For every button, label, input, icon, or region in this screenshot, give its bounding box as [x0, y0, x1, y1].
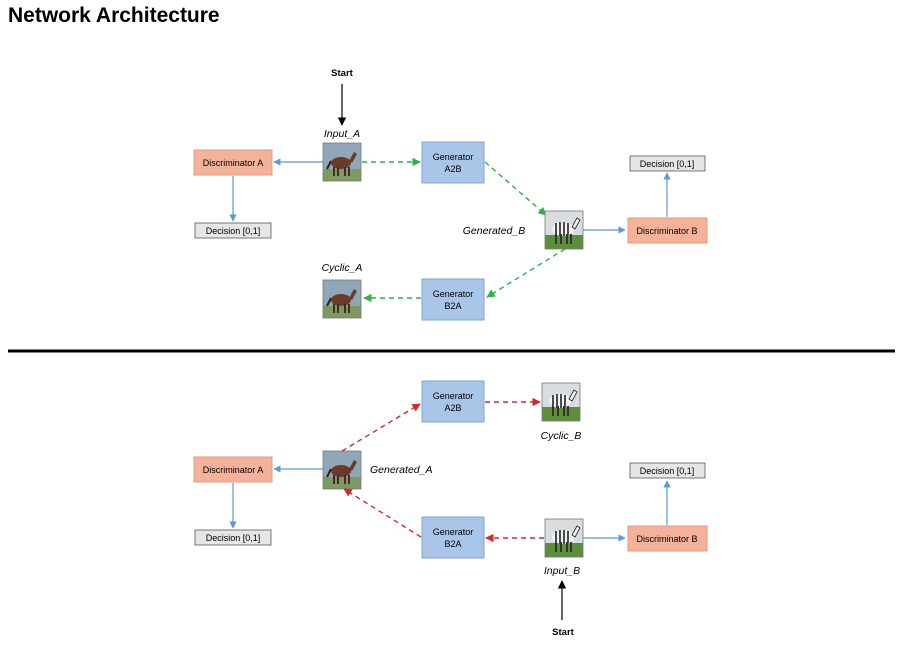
generated-a-label: Generated_A: [370, 464, 432, 476]
input-a-label: Input_A: [324, 128, 360, 140]
top-section: Start Input_A Discriminator A Decision […: [193, 68, 708, 321]
discriminator-a-box: [193, 456, 273, 483]
discriminator-b-box: [627, 525, 708, 552]
generator-a2b-label-line2: A2B: [444, 164, 461, 174]
cyclic-a-label: Cyclic_A: [322, 262, 363, 274]
start-label: Start: [552, 627, 574, 638]
generator-b2a-label-line1: Generator: [433, 527, 474, 537]
generator-b2a-label-line2: B2A: [444, 539, 461, 549]
generator-b2a-box: [421, 278, 485, 321]
discriminator-b-box: [627, 217, 708, 244]
generator-b2a-label-line2: B2A: [444, 301, 461, 311]
generated-a-to-generator-a2b-arrow: [341, 403, 421, 452]
generator-a2b-label-line1: Generator: [433, 391, 474, 401]
generated-b-to-generator-b2a-arrow: [486, 248, 566, 298]
discriminator-a-label: Discriminator A: [203, 158, 264, 168]
generator-b2a-to-generated-a-arrow: [343, 488, 422, 538]
discriminator-a-box: [193, 149, 273, 176]
input-b-zebra-image: [544, 518, 584, 558]
decision-a-label: Decision [0,1]: [206, 533, 261, 543]
discriminator-b-label: Discriminator B: [636, 226, 697, 236]
generator-a2b-to-generated-b-arrow: [484, 161, 547, 216]
cyclic-b-zebra-image: [541, 382, 581, 422]
bottom-section: Generator A2B Cyclic_B Generated_A Discr…: [193, 380, 708, 638]
discriminator-b-label: Discriminator B: [636, 534, 697, 544]
decision-a-box: [194, 222, 272, 239]
decision-a-box: [194, 529, 272, 546]
generator-a2b-box: [421, 141, 485, 184]
generator-b2a-box: [421, 516, 485, 559]
input-a-horse-image: [322, 142, 362, 182]
decision-b-box: [629, 462, 706, 479]
generator-a2b-box: [421, 380, 485, 423]
decision-b-box: [629, 155, 706, 172]
cyclic-a-horse-image: [322, 279, 362, 319]
decision-a-label: Decision [0,1]: [206, 226, 261, 236]
page-title: Network Architecture: [8, 4, 220, 27]
start-label: Start: [331, 68, 353, 79]
decision-b-label: Decision [0,1]: [640, 159, 695, 169]
input-b-label: Input_B: [544, 565, 580, 577]
generator-a2b-label-line2: A2B: [444, 403, 461, 413]
generated-b-label: Generated_B: [463, 225, 525, 237]
decision-b-label: Decision [0,1]: [640, 466, 695, 476]
generator-b2a-label-line1: Generator: [433, 289, 474, 299]
cyclic-b-label: Cyclic_B: [541, 430, 582, 442]
generator-a2b-label-line1: Generator: [433, 152, 474, 162]
generated-a-horse-image: [322, 450, 362, 490]
generated-b-zebra-image: [544, 210, 584, 250]
discriminator-a-label: Discriminator A: [203, 465, 264, 475]
